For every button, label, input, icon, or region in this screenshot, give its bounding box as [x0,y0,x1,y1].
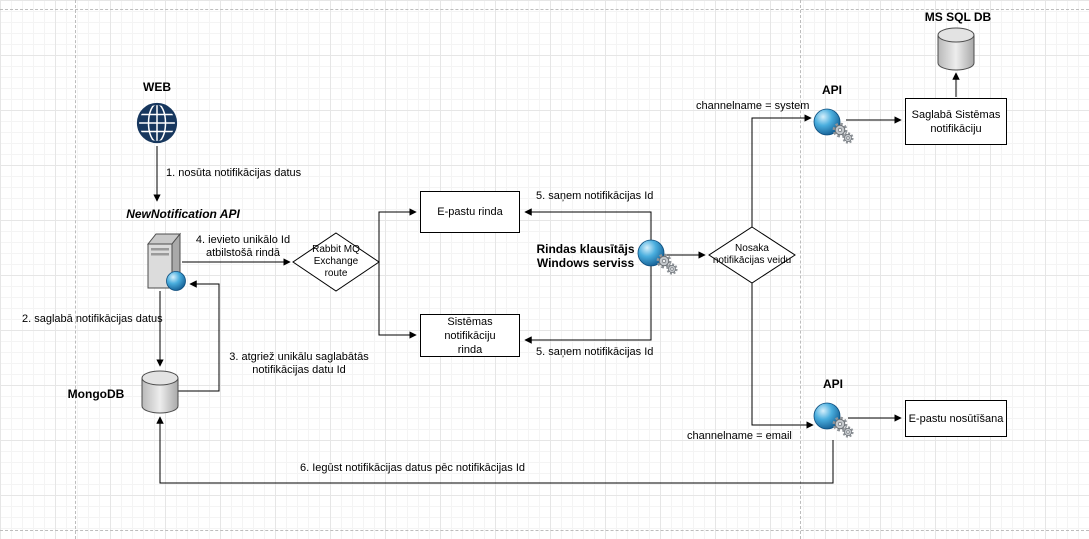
web-globe-icon[interactable] [134,100,180,146]
connector-listener-to-system-queue[interactable] [524,255,652,344]
node-system-queue-line2: rinda [457,343,483,356]
node-system-queue-line1: Sistēmas notifikāciju [444,315,496,342]
node-email-sending[interactable]: E-pastu nosūtīšana [905,400,1007,437]
api-system-title: API [821,83,842,97]
rabbitmq-label-line1: Rabbit MQ [312,244,360,255]
edge-label-step1: 1. nosūta notifikācijas datus [166,167,302,179]
api-email-title: API [822,377,843,391]
api-email-icon[interactable] [813,402,859,442]
new-notification-api-title: NewNotification API [126,207,240,221]
node-email-queue[interactable]: E-pastu rinda [420,191,520,233]
connector-rabbitmq-to-email-queue[interactable] [378,208,417,262]
decision-label-line1: Nosaka [735,243,769,254]
connector-decision-to-api-email[interactable] [751,283,814,429]
node-system-queue[interactable]: Sistēmas notifikāciju rinda [420,314,520,357]
edge-label-step5-bottom: 5. saņem notifikācijas Id [536,346,654,358]
api-system-icon[interactable] [813,108,859,148]
connector-decision-to-api-system[interactable] [751,114,812,227]
edge-label-step4-line2: atbilstošā rindā [206,247,280,259]
connector-api-email-to-mongodb[interactable] [156,416,834,484]
decision-label-line2: notifikācijas veidu [712,255,792,266]
listener-title: Rindas klausītājs Windows serviss [533,242,638,270]
node-save-system-notification[interactable]: Saglabā Sistēmas notifikāciju [905,98,1007,145]
page-divider-vertical-right [800,0,801,539]
page-divider-horizontal-bottom [0,530,1089,531]
page-divider-vertical-left [75,0,76,539]
edge-label-channel-system: channelname = system [696,100,810,112]
notification-type-decision-shape[interactable] [708,226,796,284]
connector-rabbitmq-to-system-queue[interactable] [378,262,417,339]
server-icon[interactable] [138,228,192,294]
edge-label-step6: 6. Iegūst notifikācijas datus pēc notifi… [300,462,526,474]
node-save-system-line2: notifikāciju [930,122,982,135]
node-email-queue-label: E-pastu rinda [437,206,503,218]
rabbitmq-label-line3: route [324,268,348,279]
notification-type-decision-label: Nosaka notifikācijas veidu [710,228,794,282]
rabbitmq-decision-shape[interactable] [292,232,380,292]
connector-mongodb-return-to-api[interactable] [178,280,220,392]
node-save-system-line1: Saglabā Sistēmas [911,108,1001,121]
listener-title-line2: Windows serviss [536,256,635,270]
edge-label-step5-top: 5. saņem notifikācijas Id [536,190,654,202]
listener-title-line1: Rindas klausītājs [536,242,635,256]
page-divider-horizontal-top [0,9,1089,10]
edge-label-step3-line2: notifikācijas datu Id [252,364,346,376]
listener-service-icon[interactable] [637,239,683,279]
edge-label-step3-line1: 3. atgriež unikālu saglabātās [229,351,369,363]
mongodb-title: MongoDB [67,387,125,401]
edge-label-channel-email: channelname = email [687,430,792,442]
node-email-sending-label: E-pastu nosūtīšana [908,412,1004,425]
web-title: WEB [143,80,171,94]
edge-label-step4-line1: 4. ievieto unikālo Id [195,234,291,246]
mssql-database-icon[interactable] [936,26,976,72]
edge-label-step2: 2. saglabā notifikācijas datus [22,313,163,325]
edge-label-step3: 3. atgriež unikālu saglabātās notifikāci… [224,351,374,377]
rabbitmq-label-line2: Exchange [313,256,359,267]
edge-label-step4: 4. ievieto unikālo Id atbilstošā rindā [193,234,293,260]
mongodb-database-icon[interactable] [140,368,180,416]
rabbitmq-decision-label: Rabbit MQ Exchange route [294,234,378,290]
mssql-title: MS SQL DB [924,10,992,24]
